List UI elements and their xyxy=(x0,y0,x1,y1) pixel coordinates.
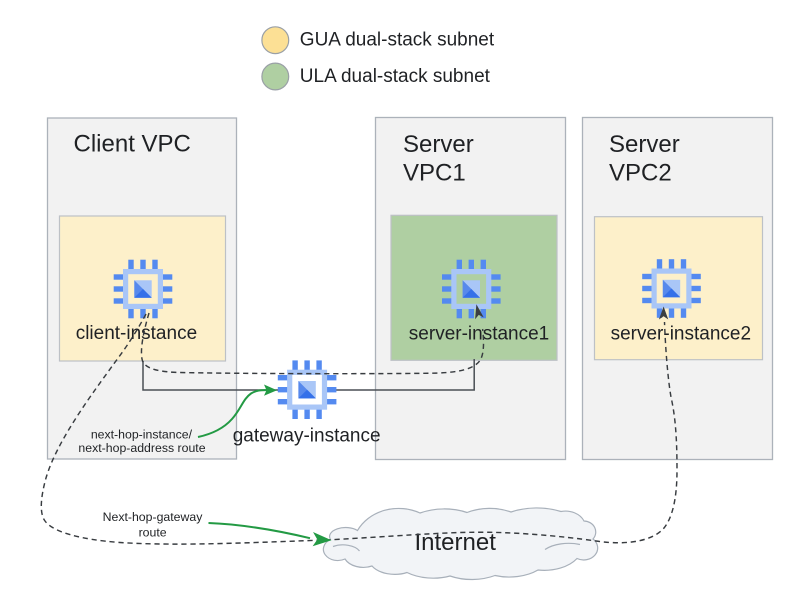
svg-text:Server: Server xyxy=(403,131,474,158)
svg-text:Client VPC: Client VPC xyxy=(74,130,191,157)
svg-text:ULA dual-stack subnet: ULA dual-stack subnet xyxy=(300,66,491,87)
svg-text:Next-hop-gateway: Next-hop-gateway xyxy=(103,510,204,524)
svg-text:VPC1: VPC1 xyxy=(403,160,466,187)
svg-text:route: route xyxy=(139,525,167,539)
svg-text:next-hop-instance/: next-hop-instance/ xyxy=(91,428,193,442)
svg-text:server-instance2: server-instance2 xyxy=(611,323,751,344)
svg-text:client-instance: client-instance xyxy=(76,323,197,344)
svg-text:Server: Server xyxy=(609,131,680,158)
svg-text:GUA dual-stack subnet: GUA dual-stack subnet xyxy=(300,30,495,51)
svg-text:gateway-instance: gateway-instance xyxy=(233,425,381,446)
svg-text:VPC2: VPC2 xyxy=(609,160,672,187)
svg-text:server-instance1: server-instance1 xyxy=(409,323,549,344)
svg-text:next-hop-address route: next-hop-address route xyxy=(78,441,205,455)
